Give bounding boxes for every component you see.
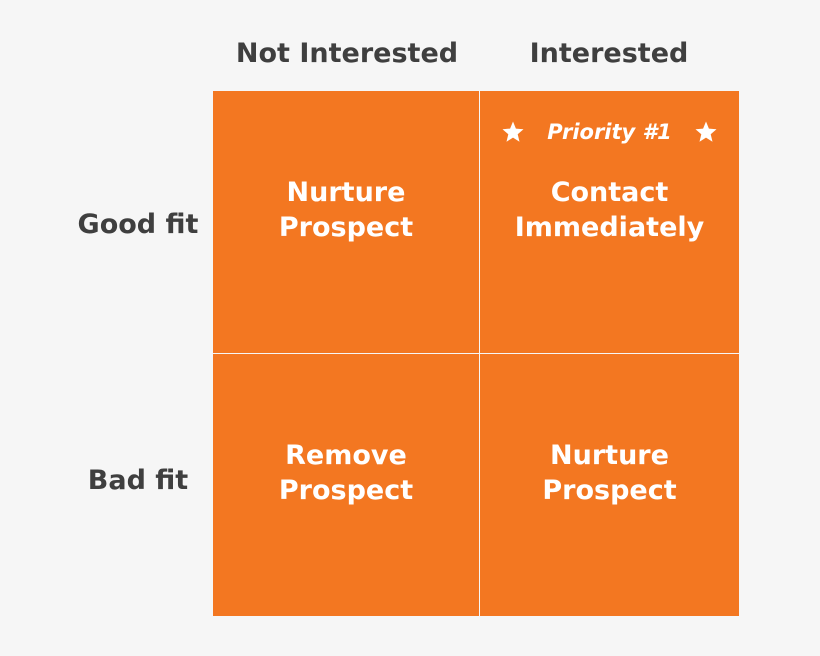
cell-good-fit-interested: Priority #1 Contact Immediately: [480, 91, 739, 353]
priority-label: Priority #1: [547, 120, 672, 144]
cell-label: Remove Prospect: [278, 440, 414, 506]
column-header-interested: Interested: [529, 38, 689, 69]
cell-label: Nurture Prospect: [278, 177, 414, 243]
cell-bad-fit-not-interested: Remove Prospect: [213, 354, 479, 616]
column-header-not-interested: Not Interested: [235, 38, 459, 69]
prospect-matrix: Nurture Prospect Priority #1 Contact Imm…: [213, 91, 739, 616]
cell-label: Nurture Prospect: [542, 440, 677, 506]
cell-bad-fit-interested: Nurture Prospect: [480, 354, 739, 616]
star-icon: [501, 120, 525, 144]
cell-label: Contact Immediately: [514, 177, 705, 243]
row-header-good-fit: Good fit: [77, 209, 199, 240]
cell-good-fit-not-interested: Nurture Prospect: [213, 91, 479, 353]
row-header-bad-fit: Bad fit: [87, 465, 189, 496]
priority-banner: Priority #1: [480, 115, 739, 149]
star-icon: [694, 120, 718, 144]
